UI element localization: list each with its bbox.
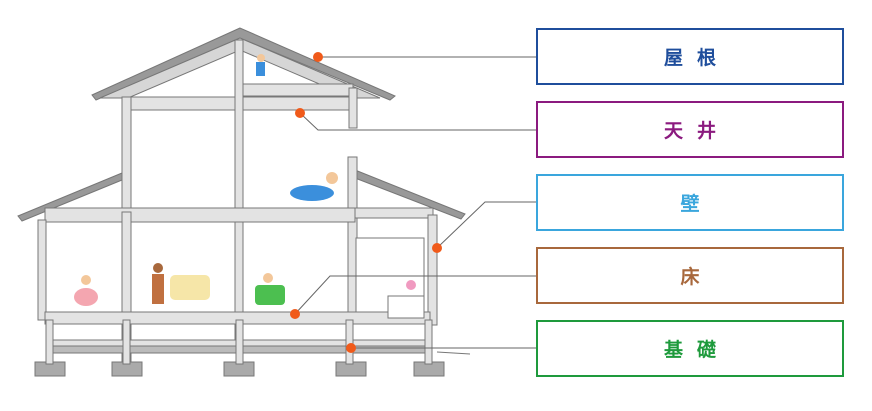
leader-lines	[294, 56, 536, 349]
label-roof[interactable]: 屋根	[536, 28, 844, 85]
label-wall[interactable]: 壁	[536, 174, 844, 231]
label-floor[interactable]: 床	[536, 247, 844, 304]
foundation-marker	[346, 343, 356, 353]
markers	[290, 52, 442, 353]
ceiling-marker	[295, 108, 305, 118]
label-foundation[interactable]: 基礎	[536, 320, 844, 377]
wall-marker	[432, 243, 442, 253]
label-ceiling[interactable]: 天井	[536, 101, 844, 158]
roof-marker	[313, 52, 323, 62]
people-figures	[74, 54, 416, 306]
floor-marker	[290, 309, 300, 319]
